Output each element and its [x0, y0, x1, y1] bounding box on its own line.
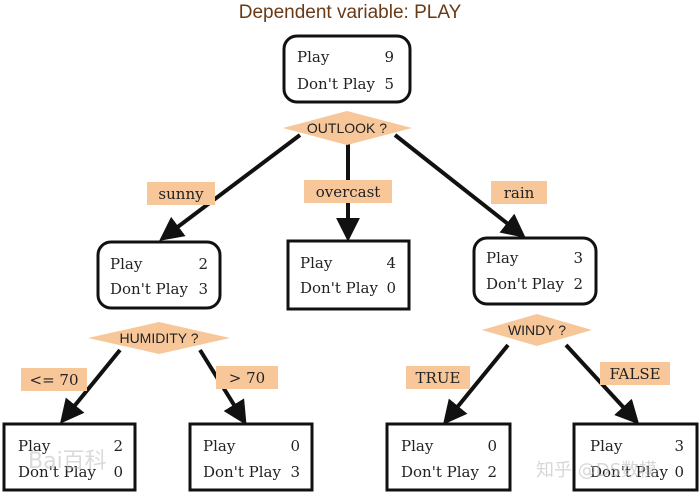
node-windy-true: Play 0 Don't Play 2 — [385, 422, 512, 492]
node-humidity-gt70: Play 0 Don't Play 3 — [188, 422, 314, 492]
node-windy-true-play-label: Play — [401, 437, 434, 455]
node-hum-gt70-dont-value: 3 — [290, 463, 300, 481]
node-hum-le70-dont-value: 0 — [113, 463, 123, 481]
node-windy-true-dont-label: Don't Play — [401, 463, 479, 481]
edge-sunny-le70 — [59, 348, 122, 424]
condition-humidity: HUMIDITY ? — [88, 322, 230, 354]
edge-root-sunny — [159, 133, 302, 241]
edge-label-false-text: FALSE — [609, 365, 660, 383]
node-root-play-label: Play — [297, 48, 330, 66]
edge-label-sunny: sunny — [147, 182, 215, 205]
edge-label-le70: <= 70 — [21, 368, 87, 391]
watermark-left: Bai百科 — [28, 449, 107, 474]
edge-label-rain: rain — [491, 181, 547, 204]
node-windy-false: Play 3 Don't Play 0 — [572, 422, 699, 492]
condition-outlook-text: OUTLOOK ? — [307, 120, 387, 136]
edge-label-le70-text: <= 70 — [30, 371, 79, 389]
edge-label-gt70: > 70 — [216, 366, 278, 389]
edge-label-sunny-text: sunny — [158, 185, 204, 203]
node-rain-dont-label: Don't Play — [486, 275, 564, 293]
node-hum-le70-play-label: Play — [18, 437, 51, 455]
diagram-title: Dependent variable: PLAY — [238, 2, 462, 23]
condition-windy-text: WINDY ? — [508, 322, 566, 338]
watermark-right: 知乎 @DS数模 — [536, 460, 657, 481]
node-root-dont-label: Don't Play — [297, 75, 375, 93]
node-rain-play-label: Play — [486, 249, 519, 267]
condition-outlook: OUTLOOK ? — [283, 111, 412, 145]
node-hum-gt70-play-label: Play — [203, 437, 236, 455]
node-hum-le70-dont-label: Don't Play — [18, 463, 96, 481]
node-sunny-dont-value: 3 — [198, 280, 208, 298]
condition-humidity-text: HUMIDITY ? — [119, 330, 198, 346]
node-hum-gt70-play-value: 0 — [290, 437, 300, 455]
node-root: Play 9 Don't Play 5 — [282, 34, 412, 104]
node-overcast-play-value: 4 — [386, 254, 396, 272]
edge-label-true-text: TRUE — [416, 369, 461, 387]
node-windy-true-dont-value: 2 — [487, 463, 497, 481]
edge-root-rain — [393, 133, 526, 238]
node-overcast-dont-value: 0 — [386, 279, 396, 297]
node-root-dont-value: 5 — [384, 75, 394, 93]
edge-label-gt70-text: > 70 — [229, 369, 265, 387]
node-windy-false-dont-value: 0 — [674, 463, 684, 481]
node-sunny: Play 2 Don't Play 3 — [96, 240, 222, 310]
node-windy-false-play-value: 3 — [674, 437, 684, 455]
edge-label-true: TRUE — [406, 366, 470, 389]
node-overcast-play-label: Play — [300, 254, 333, 272]
node-humidity-le70: Play 2 Don't Play 0 — [2, 422, 137, 492]
edge-rain-true — [442, 343, 510, 425]
edge-label-rain-text: rain — [504, 184, 535, 202]
node-windy-true-play-value: 0 — [487, 437, 497, 455]
edge-label-false: FALSE — [600, 362, 670, 385]
node-root-play-value: 9 — [384, 48, 394, 66]
node-overcast-dont-label: Don't Play — [300, 279, 378, 297]
edge-label-overcast-text: overcast — [316, 183, 381, 201]
node-sunny-play-label: Play — [110, 255, 143, 273]
node-hum-gt70-dont-label: Don't Play — [203, 463, 281, 481]
node-sunny-play-value: 2 — [198, 255, 208, 273]
node-hum-le70-play-value: 2 — [113, 437, 123, 455]
edge-label-overcast: overcast — [304, 180, 392, 203]
node-rain-play-value: 3 — [573, 249, 583, 267]
node-rain: Play 3 Don't Play 2 — [472, 236, 598, 306]
node-overcast: Play 4 Don't Play 0 — [286, 239, 411, 311]
node-windy-false-dont-label: Don't Play — [590, 463, 668, 481]
condition-windy: WINDY ? — [482, 314, 592, 346]
node-rain-dont-value: 2 — [573, 275, 583, 293]
node-windy-false-play-label: Play — [590, 437, 623, 455]
node-sunny-dont-label: Don't Play — [110, 280, 188, 298]
